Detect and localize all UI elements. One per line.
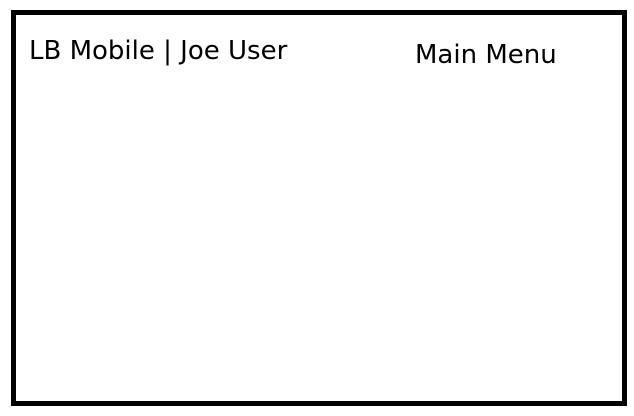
app-screen: LB Mobile | Joe User Main Menu (11, 10, 627, 406)
main-menu-link[interactable]: Main Menu (415, 40, 557, 70)
app-title: LB Mobile | Joe User (29, 36, 288, 66)
